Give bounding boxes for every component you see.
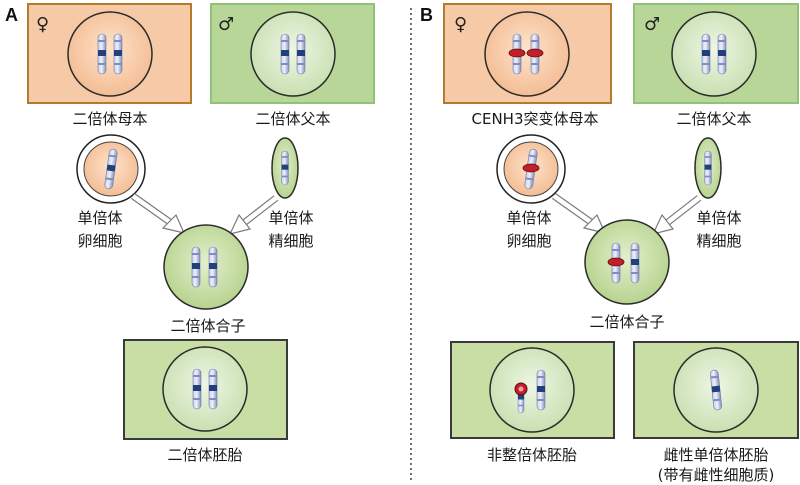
chromosome: [97, 33, 107, 75]
mutant-centromere: [526, 48, 544, 58]
arrow-head: [161, 213, 186, 234]
chromosome: [704, 150, 712, 186]
panel-b-father-cell: [671, 11, 757, 97]
panel-b-sperm-label-1: 单倍体: [696, 209, 741, 227]
panel-b-letter: B: [420, 5, 433, 25]
panel-b-haploid-label-2: (带有雌性细胞质): [658, 466, 775, 484]
chromosome: [536, 369, 546, 411]
arrow-head: [228, 213, 252, 235]
male-symbol: ♂: [644, 14, 660, 35]
arrow-head: [651, 213, 675, 235]
panel-a-mother-label: 二倍体母本: [72, 110, 147, 128]
arrow-head: [582, 213, 607, 234]
chromosome: [191, 246, 201, 288]
panel-b-egg-label-1: 单倍体: [506, 209, 551, 227]
arrow-egg-to-zygote-inner: [131, 194, 176, 227]
mutant-centromere-highlight: [518, 386, 524, 392]
chromosome: [701, 33, 711, 75]
arrow-sperm-to-zygote-inner: [238, 196, 278, 228]
chromosome: [296, 33, 306, 75]
mutant-centromere: [607, 257, 625, 267]
chromosome: [113, 33, 123, 75]
panel-b-haploid-label-1: 雌性单倍体胚胎: [663, 446, 768, 464]
panel-b-aneuploid-cell: [489, 347, 575, 433]
panel-b-father-label: 二倍体父本: [676, 110, 751, 128]
panel-b-sperm-label-2: 精细胞: [696, 232, 741, 250]
mutant-centromere: [522, 163, 540, 173]
panel-b-mother-label: CENH3突变体母本: [472, 110, 599, 128]
chromosome: [281, 150, 289, 186]
mutant-centromere: [508, 48, 526, 58]
panel-a-sperm-label-1: 单倍体: [268, 209, 313, 227]
panel-a-egg-label-1: 单倍体: [77, 209, 122, 227]
chromosome: [280, 33, 290, 75]
panel-a-egg-label-2: 卵细胞: [77, 232, 122, 250]
panel-a-zygote-cell: [163, 224, 249, 310]
chromosome: [208, 368, 218, 410]
panel-b-zygote-cell: [584, 219, 670, 305]
arrow-egg-to-zygote-inner: [552, 194, 597, 227]
panel-a-father-cell: [250, 11, 336, 97]
panel-a-mother-cell: [67, 11, 153, 97]
chromosome: [208, 246, 218, 288]
panel-b-aneuploid-label: 非整倍体胚胎: [487, 446, 577, 464]
panel-b-zygote-label: 二倍体合子: [589, 313, 664, 331]
panel-a-embryo-label: 二倍体胚胎: [167, 446, 242, 464]
chromosome: [630, 242, 640, 284]
female-symbol: ♀: [36, 14, 49, 35]
panel-b-egg-label-2: 卵细胞: [506, 232, 551, 250]
panel-a-letter: A: [5, 5, 18, 25]
female-symbol: ♀: [454, 14, 467, 35]
male-symbol: ♂: [218, 14, 234, 35]
panel-a-embryo-cell: [162, 346, 248, 432]
panel-a-father-label: 二倍体父本: [255, 110, 330, 128]
panel-a-zygote-label: 二倍体合子: [170, 317, 245, 335]
panel-a-sperm-label-2: 精细胞: [268, 232, 313, 250]
arrow-sperm-to-zygote-inner: [661, 196, 701, 228]
chromosome: [192, 368, 202, 410]
chromosome: [717, 33, 727, 75]
